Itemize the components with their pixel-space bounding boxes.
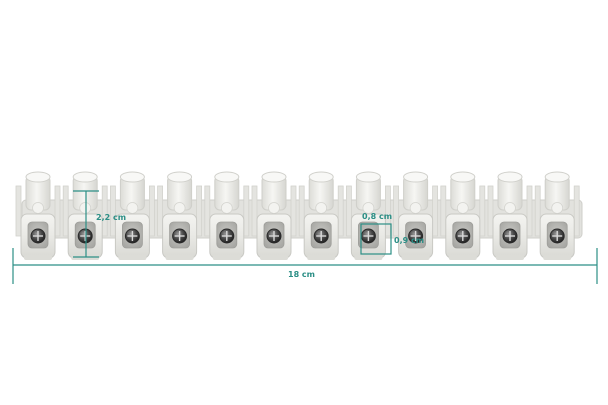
dome-bump: [32, 202, 44, 214]
terminal-unit: [534, 171, 580, 260]
terminal-tower-top: [355, 171, 381, 183]
divider-fin: [384, 185, 391, 237]
terminal-unit: [204, 171, 250, 260]
divider-fin: [15, 185, 22, 237]
terminal-unit: [345, 171, 391, 260]
bottom-lip: [496, 255, 524, 260]
bottom-lip: [543, 255, 572, 260]
divider-fin: [337, 185, 344, 237]
divider-fin: [110, 185, 116, 237]
dimension-annotations: [12, 190, 598, 284]
terminal-unit: [62, 171, 108, 260]
hole-width-dimension-label: 0,8 cm: [362, 212, 393, 221]
divider-fin: [298, 185, 305, 237]
dome-bump: [79, 202, 92, 214]
divider-fin: [487, 185, 494, 237]
terminal-tower-top: [119, 171, 145, 183]
divider-fin: [157, 185, 164, 237]
divider-fin: [204, 185, 211, 237]
terminal-tower-top: [308, 171, 334, 183]
hole-height-dimension-label: 0,9 cm: [394, 236, 425, 245]
hole-dimension-box: [360, 223, 392, 255]
terminal-tower-top: [25, 171, 51, 183]
dome-bump: [551, 202, 564, 214]
divider-fin: [290, 185, 297, 237]
terminal-tower-top: [261, 171, 287, 183]
terminal-tower-top: [544, 171, 570, 183]
bottom-lip: [24, 255, 52, 260]
bottom-lip: [448, 255, 477, 260]
bottom-lip: [165, 255, 194, 260]
terminal-tower-top: [214, 171, 240, 183]
divider-fin: [534, 185, 541, 237]
terminal-unit: [393, 171, 439, 260]
divider-fin: [393, 185, 400, 237]
terminal-unit: [251, 171, 297, 260]
dome-bump: [173, 202, 186, 214]
height-dimension-label: 2,2 cm: [96, 213, 127, 222]
terminal-unit: [157, 171, 203, 260]
divider-fin: [432, 185, 439, 237]
bottom-lip: [401, 255, 430, 260]
dome-bump: [126, 202, 139, 214]
bottom-lip: [212, 255, 241, 260]
terminal-block: [15, 171, 583, 260]
terminal-tower-top: [450, 171, 476, 183]
bottom-lip: [260, 255, 288, 260]
terminal-tower-top: [72, 171, 98, 183]
terminal-unit: [110, 171, 155, 260]
dome-bump: [504, 202, 516, 214]
dome-bump: [456, 202, 469, 214]
length-dimension-label: 18 cm: [288, 270, 315, 279]
divider-fin: [251, 185, 258, 237]
terminal-unit: [298, 171, 344, 260]
bottom-lip: [307, 255, 336, 260]
bottom-lip: [354, 255, 383, 260]
divider-fin: [440, 185, 447, 237]
divider-fin: [148, 185, 155, 237]
dome-bump: [409, 202, 422, 214]
divider-fin: [62, 185, 69, 237]
bottom-lip: [118, 255, 147, 260]
terminal-unit: [15, 171, 61, 260]
divider-fin: [479, 185, 486, 237]
divider-fin: [345, 185, 352, 237]
terminal-tower-top: [167, 171, 193, 183]
divider-fin: [101, 185, 108, 237]
divider-fin: [573, 185, 580, 237]
dome-bump: [220, 202, 233, 214]
divider-fin: [54, 185, 61, 237]
divider-fin: [196, 185, 203, 237]
terminal-tower-top: [403, 171, 429, 183]
terminal-tower-top: [497, 171, 523, 183]
dome-bump: [315, 202, 328, 214]
divider-fin: [526, 185, 533, 237]
terminal-unit: [487, 171, 533, 260]
dome-bump: [268, 202, 280, 214]
terminal-unit: [440, 171, 486, 260]
divider-fin: [243, 185, 250, 237]
